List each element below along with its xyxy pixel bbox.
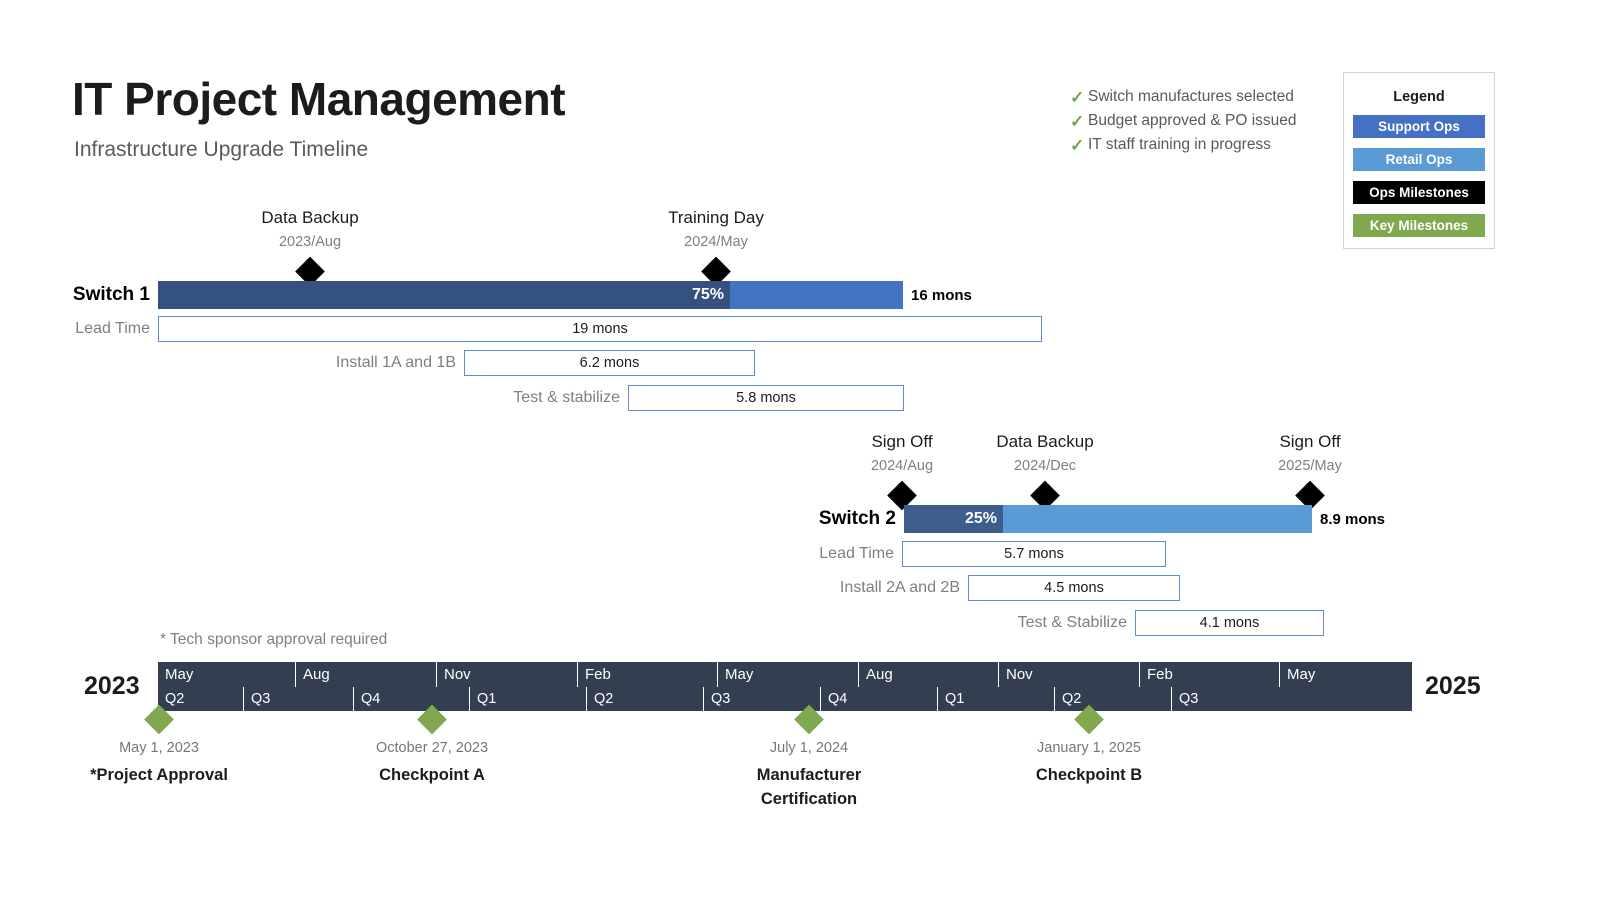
milestone-date: 2024/May (684, 234, 748, 250)
progress-bar-switch-2[interactable]: 25% (904, 505, 1312, 533)
progress-fill: 75% (158, 281, 730, 309)
key-milestone-name: *Project Approval (90, 766, 228, 784)
key-milestone-date: October 27, 2023 (375, 740, 489, 756)
check-icon: ✓ (1070, 87, 1085, 107)
checklist-item: ✓IT staff training in progress (1070, 134, 1297, 156)
progress-fill: 25% (904, 505, 1003, 533)
checklist-item-label: IT staff training in progress (1088, 136, 1271, 153)
axis-month-cell: Aug (859, 662, 999, 687)
milestone-name: Sign Off (871, 432, 933, 451)
status-checklist: ✓Switch manufactures selected✓Budget app… (1070, 86, 1297, 158)
key-milestone-date: May 1, 2023 (119, 740, 199, 756)
progress-remainder (1003, 505, 1312, 533)
axis-year-end: 2025 (1425, 672, 1481, 700)
task-bar[interactable]: 4.5 mons (968, 575, 1180, 601)
legend-item-retail-ops[interactable]: Retail Ops (1353, 148, 1485, 171)
axis-month-cell: Feb (1140, 662, 1280, 687)
task-label: Test & stabilize (513, 389, 620, 406)
checklist-item-label: Switch manufactures selected (1088, 88, 1294, 105)
legend-item-ops-milestones[interactable]: Ops Milestones (1353, 181, 1485, 204)
group-duration: 8.9 mons (1320, 511, 1386, 528)
axis-quarter-cell: Q3 (244, 687, 354, 711)
task-label: Lead Time (819, 545, 894, 562)
milestone-name: Data Backup (261, 208, 359, 227)
axis-month-cell: Nov (437, 662, 578, 687)
task-bar[interactable]: 5.7 mons (902, 541, 1166, 567)
group-label-switch-2: Switch 2 (818, 508, 896, 529)
key-milestone-date: January 1, 2025 (1037, 740, 1141, 756)
axis-month-cell: May (1287, 666, 1316, 683)
task-label: Install 2A and 2B (839, 579, 960, 596)
legend-title: Legend (1393, 89, 1445, 105)
axis-year-start: 2023 (84, 672, 140, 700)
progress-percent: 75% (691, 286, 724, 303)
axis-quarter-cell: Q2 (587, 687, 704, 711)
milestone-name: Sign Off (1279, 432, 1341, 451)
task-bar[interactable]: 19 mons (158, 316, 1042, 342)
milestone-name: Training Day (668, 208, 764, 227)
axis-quarter-cell: Q2 (1055, 687, 1172, 711)
group-label-switch-1: Switch 1 (72, 284, 150, 305)
footnote: * Tech sponsor approval required (160, 631, 388, 648)
task-label: Lead Time (75, 320, 150, 337)
axis-month-cell: May (718, 662, 859, 687)
axis-month-cell: Aug (296, 662, 437, 687)
task-label: Test & Stabilize (1017, 614, 1127, 631)
milestone-date: 2023/Aug (278, 234, 342, 250)
milestone-date: 2025/May (1278, 458, 1342, 474)
milestone-date: 2024/Aug (870, 458, 934, 474)
key-milestone-name: Checkpoint B (1035, 766, 1143, 784)
axis-quarter-cell: Q2 (158, 687, 244, 711)
task-bar[interactable]: 6.2 mons (464, 350, 755, 376)
page-subtitle: Infrastructure Upgrade Timeline (74, 138, 369, 161)
checklist-item-label: Budget approved & PO issued (1088, 112, 1297, 129)
progress-percent: 25% (964, 510, 997, 527)
progress-bar-switch-1[interactable]: 75% (158, 281, 903, 309)
axis-quarter-cell: Q3 (1179, 691, 1199, 707)
key-milestone-name: Checkpoint A (379, 766, 485, 784)
axis-quarter-cell: Q4 (821, 687, 938, 711)
task-label: Install 1A and 1B (335, 354, 456, 371)
task-bar[interactable]: 5.8 mons (628, 385, 904, 411)
task-bar[interactable]: 4.1 mons (1135, 610, 1324, 636)
axis-month-cell: May (158, 662, 296, 687)
checklist-item: ✓Budget approved & PO issued (1070, 110, 1297, 132)
check-icon: ✓ (1070, 111, 1085, 131)
milestone-date: 2024/Dec (1013, 458, 1077, 474)
progress-remainder (730, 281, 903, 309)
legend-item-support-ops[interactable]: Support Ops (1353, 115, 1485, 138)
legend-item-key-milestones[interactable]: Key Milestones (1353, 214, 1485, 237)
axis-month-cell: Feb (578, 662, 718, 687)
axis-quarter-cell: Q4 (354, 687, 470, 711)
checklist-item: ✓Switch manufactures selected (1070, 86, 1297, 108)
axis-month-cell: Nov (999, 662, 1140, 687)
axis-quarter-cell: Q1 (938, 687, 1055, 711)
milestone-name: Data Backup (996, 432, 1094, 451)
group-duration: 16 mons (911, 287, 972, 304)
axis-quarter-cell: Q1 (470, 687, 587, 711)
check-icon: ✓ (1070, 135, 1085, 155)
key-milestone-date: July 1, 2024 (769, 740, 849, 756)
axis-quarter-cell: Q3 (704, 687, 821, 711)
page-title: IT Project Management (72, 73, 566, 125)
